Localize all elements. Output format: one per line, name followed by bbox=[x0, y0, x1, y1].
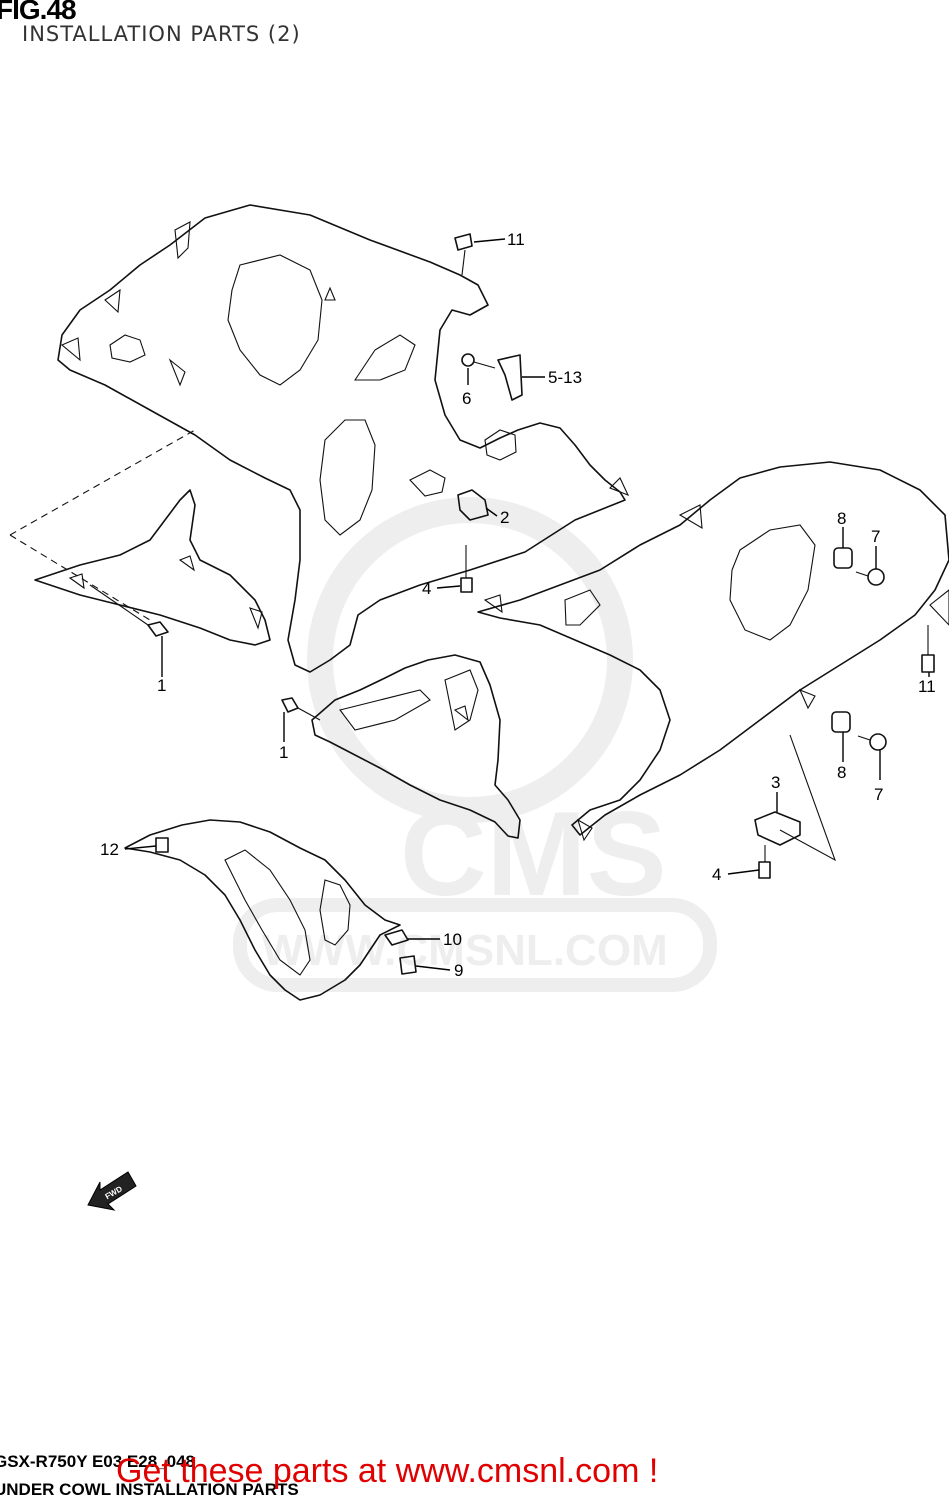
inner-panel bbox=[311, 654, 521, 839]
cms-watermark: CMS WWW.CMSNL.COM bbox=[233, 497, 717, 992]
callout-9: 9 bbox=[454, 961, 463, 980]
callout-11-top: 11 bbox=[507, 230, 525, 249]
callout-12: 12 bbox=[100, 840, 119, 859]
promo-link[interactable]: Get these parts at www.cmsnl.com ! bbox=[116, 1452, 659, 1490]
watermark-url: WWW.CMSNL.COM bbox=[262, 926, 668, 975]
callout-7-lower: 7 bbox=[874, 785, 883, 804]
callout-4-lower: 4 bbox=[712, 865, 721, 884]
callout-8-lower: 8 bbox=[837, 763, 846, 782]
callout-pointers bbox=[124, 238, 930, 971]
lower-left-cowl bbox=[9, 429, 271, 646]
callout-10: 10 bbox=[443, 930, 462, 949]
upper-cowl-panel bbox=[57, 204, 630, 673]
figure-subtitle: INSTALLATION PARTS (2) bbox=[22, 22, 301, 46]
watermark-brand: CMS bbox=[400, 787, 667, 921]
lower-spoiler bbox=[124, 819, 401, 1001]
right-side-cowl bbox=[477, 461, 949, 842]
callout-3: 3 bbox=[771, 773, 780, 792]
forward-direction-arrow: FWD bbox=[87, 1171, 137, 1211]
callout-1-left: 1 bbox=[157, 676, 166, 695]
callout-5-13: 5-13 bbox=[548, 368, 582, 387]
callout-labels: 11 5-13 6 2 8 7 4 1 11 1 8 7 3 12 4 10 9 bbox=[100, 230, 936, 980]
callout-7-upper: 7 bbox=[871, 527, 880, 546]
section-name: UNDER COWL INSTALLATION PARTS bbox=[0, 1480, 299, 1499]
figure-number: FIG.48 bbox=[0, 0, 77, 25]
leader-bracket-right bbox=[779, 734, 837, 862]
callout-6: 6 bbox=[462, 389, 471, 408]
callout-8-upper: 8 bbox=[837, 509, 846, 528]
callout-2: 2 bbox=[500, 508, 509, 527]
callout-11-right: 11 bbox=[918, 677, 936, 696]
model-code: GSX-R750Y E03 E28_048 bbox=[0, 1452, 195, 1471]
callout-4-upper: 4 bbox=[422, 579, 431, 598]
callout-1-center: 1 bbox=[279, 743, 288, 762]
